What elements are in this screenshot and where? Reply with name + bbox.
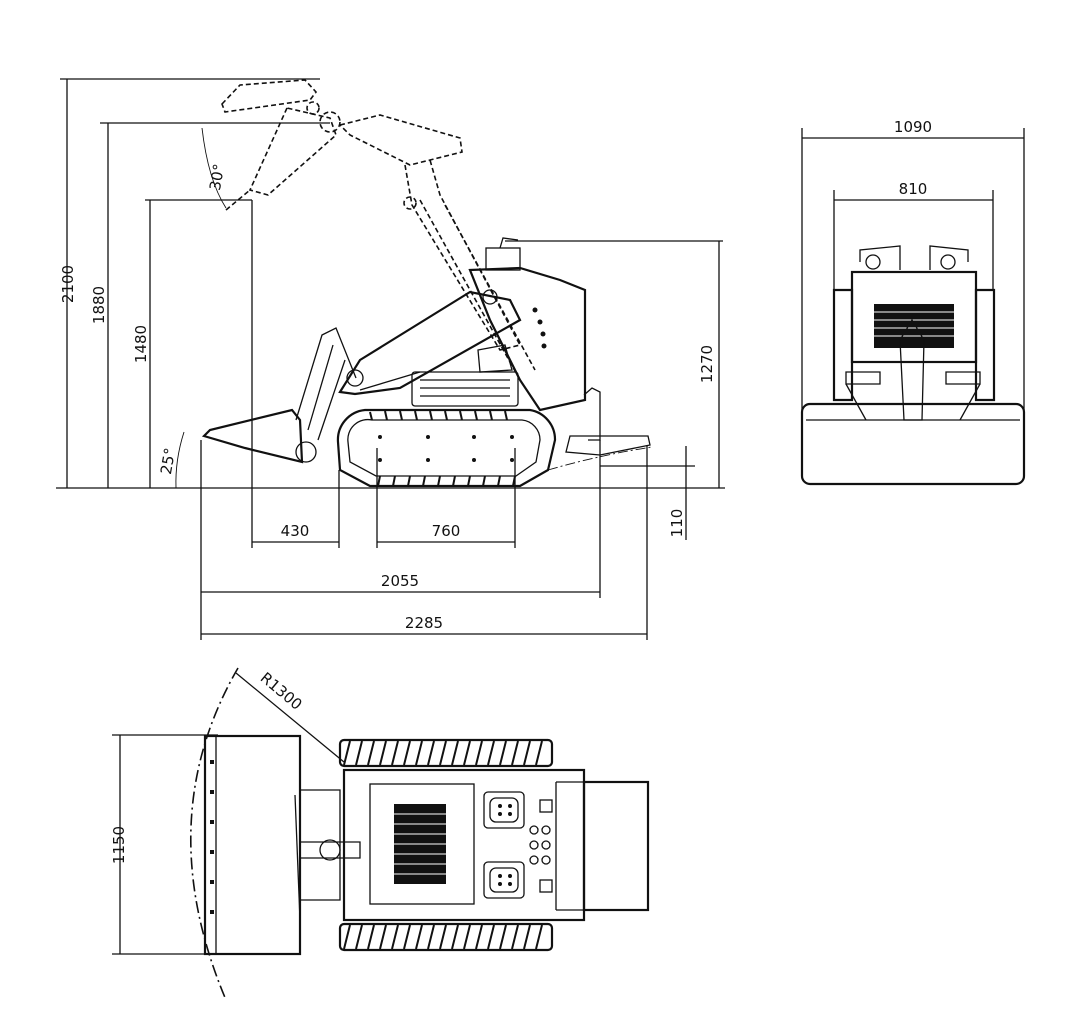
dim-2100-label: 2100	[59, 265, 77, 303]
top-body	[342, 768, 586, 922]
dim-810-label: 810	[899, 180, 928, 198]
top-track-left	[338, 738, 554, 768]
top-engine-cover	[369, 783, 475, 905]
dim-1880: 1880	[90, 122, 330, 488]
dim-810: 810	[833, 180, 994, 290]
dim-1480-label: 1480	[132, 325, 150, 363]
dim-2055-label: 2055	[381, 572, 419, 590]
bucket-lowered	[201, 327, 357, 464]
boom-arm	[338, 289, 522, 396]
front-view: 1090 810	[800, 118, 1026, 486]
dim-2285: 2285	[201, 445, 648, 640]
track-cleats	[369, 410, 516, 487]
dim-1090-label: 1090	[894, 118, 932, 136]
angle-30: 30°	[201, 127, 228, 209]
dim-2100: 2100	[59, 78, 320, 488]
front-lift-cylinder	[899, 318, 925, 421]
dim-2285-label: 2285	[405, 614, 443, 632]
track	[336, 408, 557, 488]
dim-1270-label: 1270	[698, 345, 716, 383]
rear-platform	[547, 387, 653, 471]
top-rear-platform	[582, 780, 650, 912]
dim-110-label: 110	[668, 509, 686, 538]
raised-bucket-outline	[221, 79, 536, 381]
side-view: 2100 1880 1480 1270 110 430	[56, 78, 725, 640]
front-radiator-grille	[874, 304, 954, 348]
dim-1090: 1090	[801, 118, 1025, 410]
dim-1880-label: 1880	[90, 286, 108, 324]
dim-1270: 1270	[505, 240, 723, 488]
front-bucket	[800, 402, 1026, 486]
dim-1480: 1480	[132, 199, 252, 488]
dim-760-label: 760	[432, 522, 461, 540]
turn-radius-label: R1300	[257, 669, 306, 714]
dim-430-label: 430	[281, 522, 310, 540]
angle-30-label: 30°	[206, 162, 228, 191]
top-controls	[483, 791, 553, 899]
dim-1150: 1150	[110, 734, 218, 955]
dim-2055: 2055	[200, 440, 601, 640]
dim-430: 430	[251, 200, 340, 548]
chassis-body	[411, 237, 587, 412]
top-track-right	[338, 922, 554, 952]
top-bucket	[203, 734, 302, 956]
angle-25-label: 25°	[157, 446, 179, 475]
top-view: 1150 R1300	[110, 667, 650, 1001]
dim-760: 760	[376, 448, 516, 548]
dim-1150-label: 1150	[110, 826, 128, 864]
angle-25: 25°	[157, 431, 185, 489]
turn-radius: R1300	[189, 667, 345, 1001]
